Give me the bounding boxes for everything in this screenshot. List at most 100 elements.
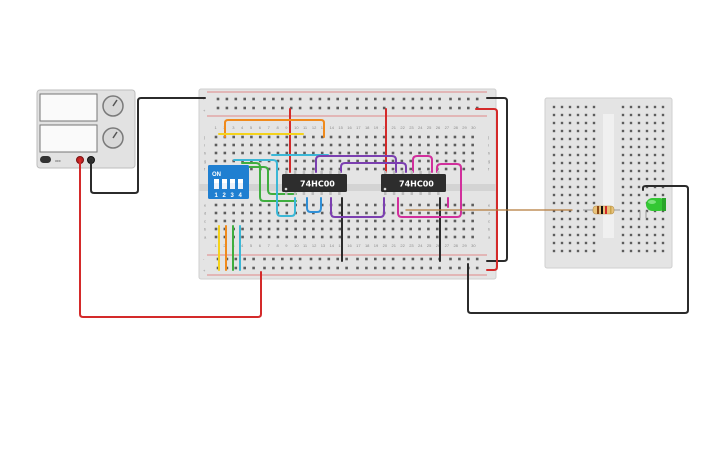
row-letter: d bbox=[204, 211, 206, 216]
column-number: 13 bbox=[321, 243, 326, 248]
row-letter: d bbox=[488, 211, 490, 216]
column-number: 3 bbox=[232, 125, 235, 130]
column-number: 11 bbox=[303, 243, 308, 248]
rail-plus-label-bottom: + bbox=[203, 268, 206, 273]
resistor[interactable] bbox=[583, 205, 620, 215]
wire-rail-right-black[interactable] bbox=[486, 97, 508, 262]
chip-label: 74HC00 bbox=[300, 180, 335, 189]
column-number: 12 bbox=[312, 125, 317, 130]
dip-toggle-3[interactable] bbox=[230, 179, 235, 189]
wire-green-switch-2[interactable] bbox=[247, 166, 297, 195]
row-letter: f bbox=[204, 167, 206, 172]
dip-number-2: 2 bbox=[223, 193, 227, 199]
wire-rail-right-red[interactable] bbox=[475, 108, 498, 271]
column-number: 9 bbox=[285, 125, 288, 130]
wire-purple-2[interactable] bbox=[330, 197, 385, 218]
wire-led-ground[interactable] bbox=[467, 185, 689, 314]
column-number: 4 bbox=[241, 243, 244, 248]
column-number: 30 bbox=[471, 243, 476, 248]
column-number: 15 bbox=[338, 125, 343, 130]
row-letter: c bbox=[488, 219, 490, 224]
column-number: 21 bbox=[392, 243, 397, 248]
column-number: 17 bbox=[356, 125, 361, 130]
column-number: 2 bbox=[223, 243, 226, 248]
row-letter: i bbox=[204, 143, 205, 148]
psu-power-switch[interactable] bbox=[40, 156, 51, 163]
column-number: 24 bbox=[418, 243, 423, 248]
row-letter: j bbox=[487, 135, 489, 140]
column-number: 5 bbox=[250, 125, 253, 130]
dip-number-1: 1 bbox=[215, 193, 219, 199]
dip-toggle-4[interactable] bbox=[238, 179, 243, 189]
column-number: 4 bbox=[241, 125, 244, 130]
wire-purple-3[interactable] bbox=[340, 162, 407, 173]
column-number: 16 bbox=[347, 125, 352, 130]
chip-74hc00-1[interactable]: 74HC00 bbox=[282, 171, 347, 195]
chip-label: 74HC00 bbox=[399, 180, 434, 189]
row-letter: i bbox=[488, 143, 489, 148]
column-number: 16 bbox=[347, 243, 352, 248]
column-number: 29 bbox=[462, 243, 467, 248]
column-number: 12 bbox=[312, 243, 317, 248]
column-number: 1 bbox=[215, 243, 218, 248]
row-letter: a bbox=[488, 235, 491, 240]
row-letter: b bbox=[488, 227, 491, 232]
row-letter: h bbox=[204, 151, 206, 156]
column-number: 7 bbox=[268, 125, 271, 130]
column-number: 6 bbox=[259, 243, 262, 248]
column-number: 27 bbox=[445, 243, 450, 248]
dip-switch[interactable]: ON 1 2 3 4 bbox=[208, 165, 249, 199]
wire-magenta-2[interactable] bbox=[397, 163, 462, 218]
wire-cyan-switch[interactable] bbox=[233, 159, 296, 217]
column-number: 27 bbox=[445, 125, 450, 130]
row-letter: g bbox=[488, 159, 490, 164]
row-letter: f bbox=[488, 167, 490, 172]
column-number: 30 bbox=[471, 125, 476, 130]
column-number: 14 bbox=[330, 125, 335, 130]
psu-display-bottom bbox=[39, 124, 98, 153]
column-number: 23 bbox=[409, 125, 414, 130]
column-number: 26 bbox=[436, 243, 441, 248]
column-number: 6 bbox=[259, 125, 262, 130]
dip-on-label: ON bbox=[212, 172, 221, 178]
row-letter: h bbox=[488, 151, 490, 156]
mini-center-strip bbox=[603, 114, 614, 238]
dip-number-4: 4 bbox=[239, 193, 243, 199]
rail-minus-label-bottom: - bbox=[203, 256, 205, 261]
column-number: 20 bbox=[383, 243, 388, 248]
power-supply[interactable]: OFF bbox=[36, 89, 136, 169]
column-number: 1 bbox=[215, 125, 218, 130]
column-number: 10 bbox=[294, 125, 299, 130]
led-green[interactable] bbox=[639, 198, 666, 218]
column-number: 25 bbox=[427, 243, 432, 248]
column-number: 23 bbox=[409, 243, 414, 248]
column-number: 5 bbox=[250, 243, 253, 248]
column-number: 9 bbox=[285, 243, 288, 248]
wire-purple-1[interactable] bbox=[315, 155, 397, 173]
column-number: 8 bbox=[276, 125, 279, 130]
column-number: 28 bbox=[453, 243, 458, 248]
column-number: 11 bbox=[303, 125, 308, 130]
column-number: 7 bbox=[268, 243, 271, 248]
dip-toggle-1[interactable] bbox=[214, 179, 219, 189]
dip-toggle-2[interactable] bbox=[222, 179, 227, 189]
wire-green-switch-1[interactable] bbox=[241, 162, 297, 202]
mini-breadboard[interactable] bbox=[544, 97, 673, 269]
column-number: 18 bbox=[365, 125, 370, 130]
wire-psu-positive[interactable] bbox=[79, 159, 262, 318]
wire-magenta-1[interactable] bbox=[412, 155, 433, 173]
column-number: 22 bbox=[400, 125, 405, 130]
wire-orange[interactable] bbox=[224, 119, 325, 138]
row-letter: j bbox=[203, 135, 205, 140]
column-number: 19 bbox=[374, 125, 379, 130]
column-number: 25 bbox=[427, 125, 432, 130]
chip-74hc00-2[interactable]: 74HC00 bbox=[381, 171, 446, 195]
dip-number-3: 3 bbox=[231, 193, 235, 199]
column-number: 17 bbox=[356, 243, 361, 248]
wire-blue-loop[interactable] bbox=[306, 197, 322, 213]
wire-psu-negative[interactable] bbox=[90, 97, 206, 194]
column-number: 21 bbox=[392, 125, 397, 130]
column-number: 14 bbox=[330, 243, 335, 248]
